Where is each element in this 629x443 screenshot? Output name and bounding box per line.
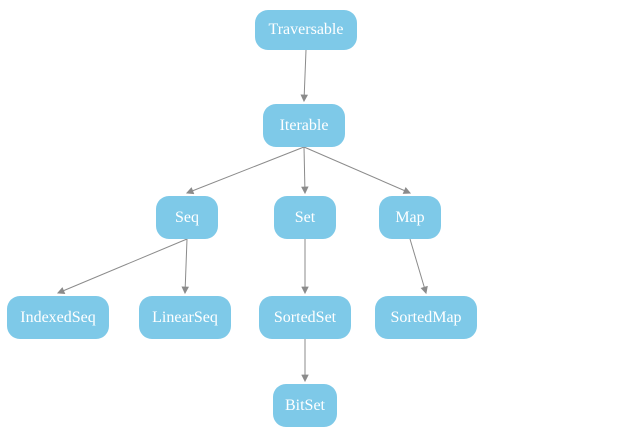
- node-label: SortedMap: [390, 308, 462, 326]
- node-map: Map: [379, 196, 441, 239]
- edge-map-to-sortedmap: [409, 238, 428, 295]
- node-label: Map: [395, 208, 425, 226]
- node-label: Traversable: [268, 21, 344, 38]
- node-set: Set: [274, 196, 336, 239]
- node-seq: Seq: [156, 196, 218, 239]
- node-traversable: Traversable: [255, 10, 357, 50]
- node-label: IndexedSeq: [20, 308, 96, 326]
- node-label: SortedSet: [273, 308, 337, 326]
- node-sortedset: SortedSet: [259, 296, 351, 339]
- edge-iterable-to-set: [301, 146, 309, 195]
- edge-seq-to-indexedseq: [56, 238, 188, 294]
- edge-iterable-to-map: [303, 146, 412, 194]
- edge-iterable-to-seq: [185, 146, 305, 195]
- node-sortedmap: SortedMap: [375, 296, 477, 339]
- node-label: Seq: [175, 208, 199, 226]
- edge-seq-to-linearseq: [181, 238, 189, 295]
- edge-traversable-to-iterable: [300, 49, 308, 103]
- node-iterable: Iterable: [263, 104, 345, 147]
- node-label: Set: [294, 208, 316, 226]
- node-label: BitSet: [284, 396, 325, 414]
- node-linearseq: LinearSeq: [139, 296, 231, 339]
- node-indexedseq: IndexedSeq: [7, 296, 109, 339]
- edge-group: [56, 49, 428, 383]
- node-label: Iterable: [279, 116, 329, 134]
- node-bitset: BitSet: [273, 384, 337, 427]
- node-label: LinearSeq: [152, 308, 218, 326]
